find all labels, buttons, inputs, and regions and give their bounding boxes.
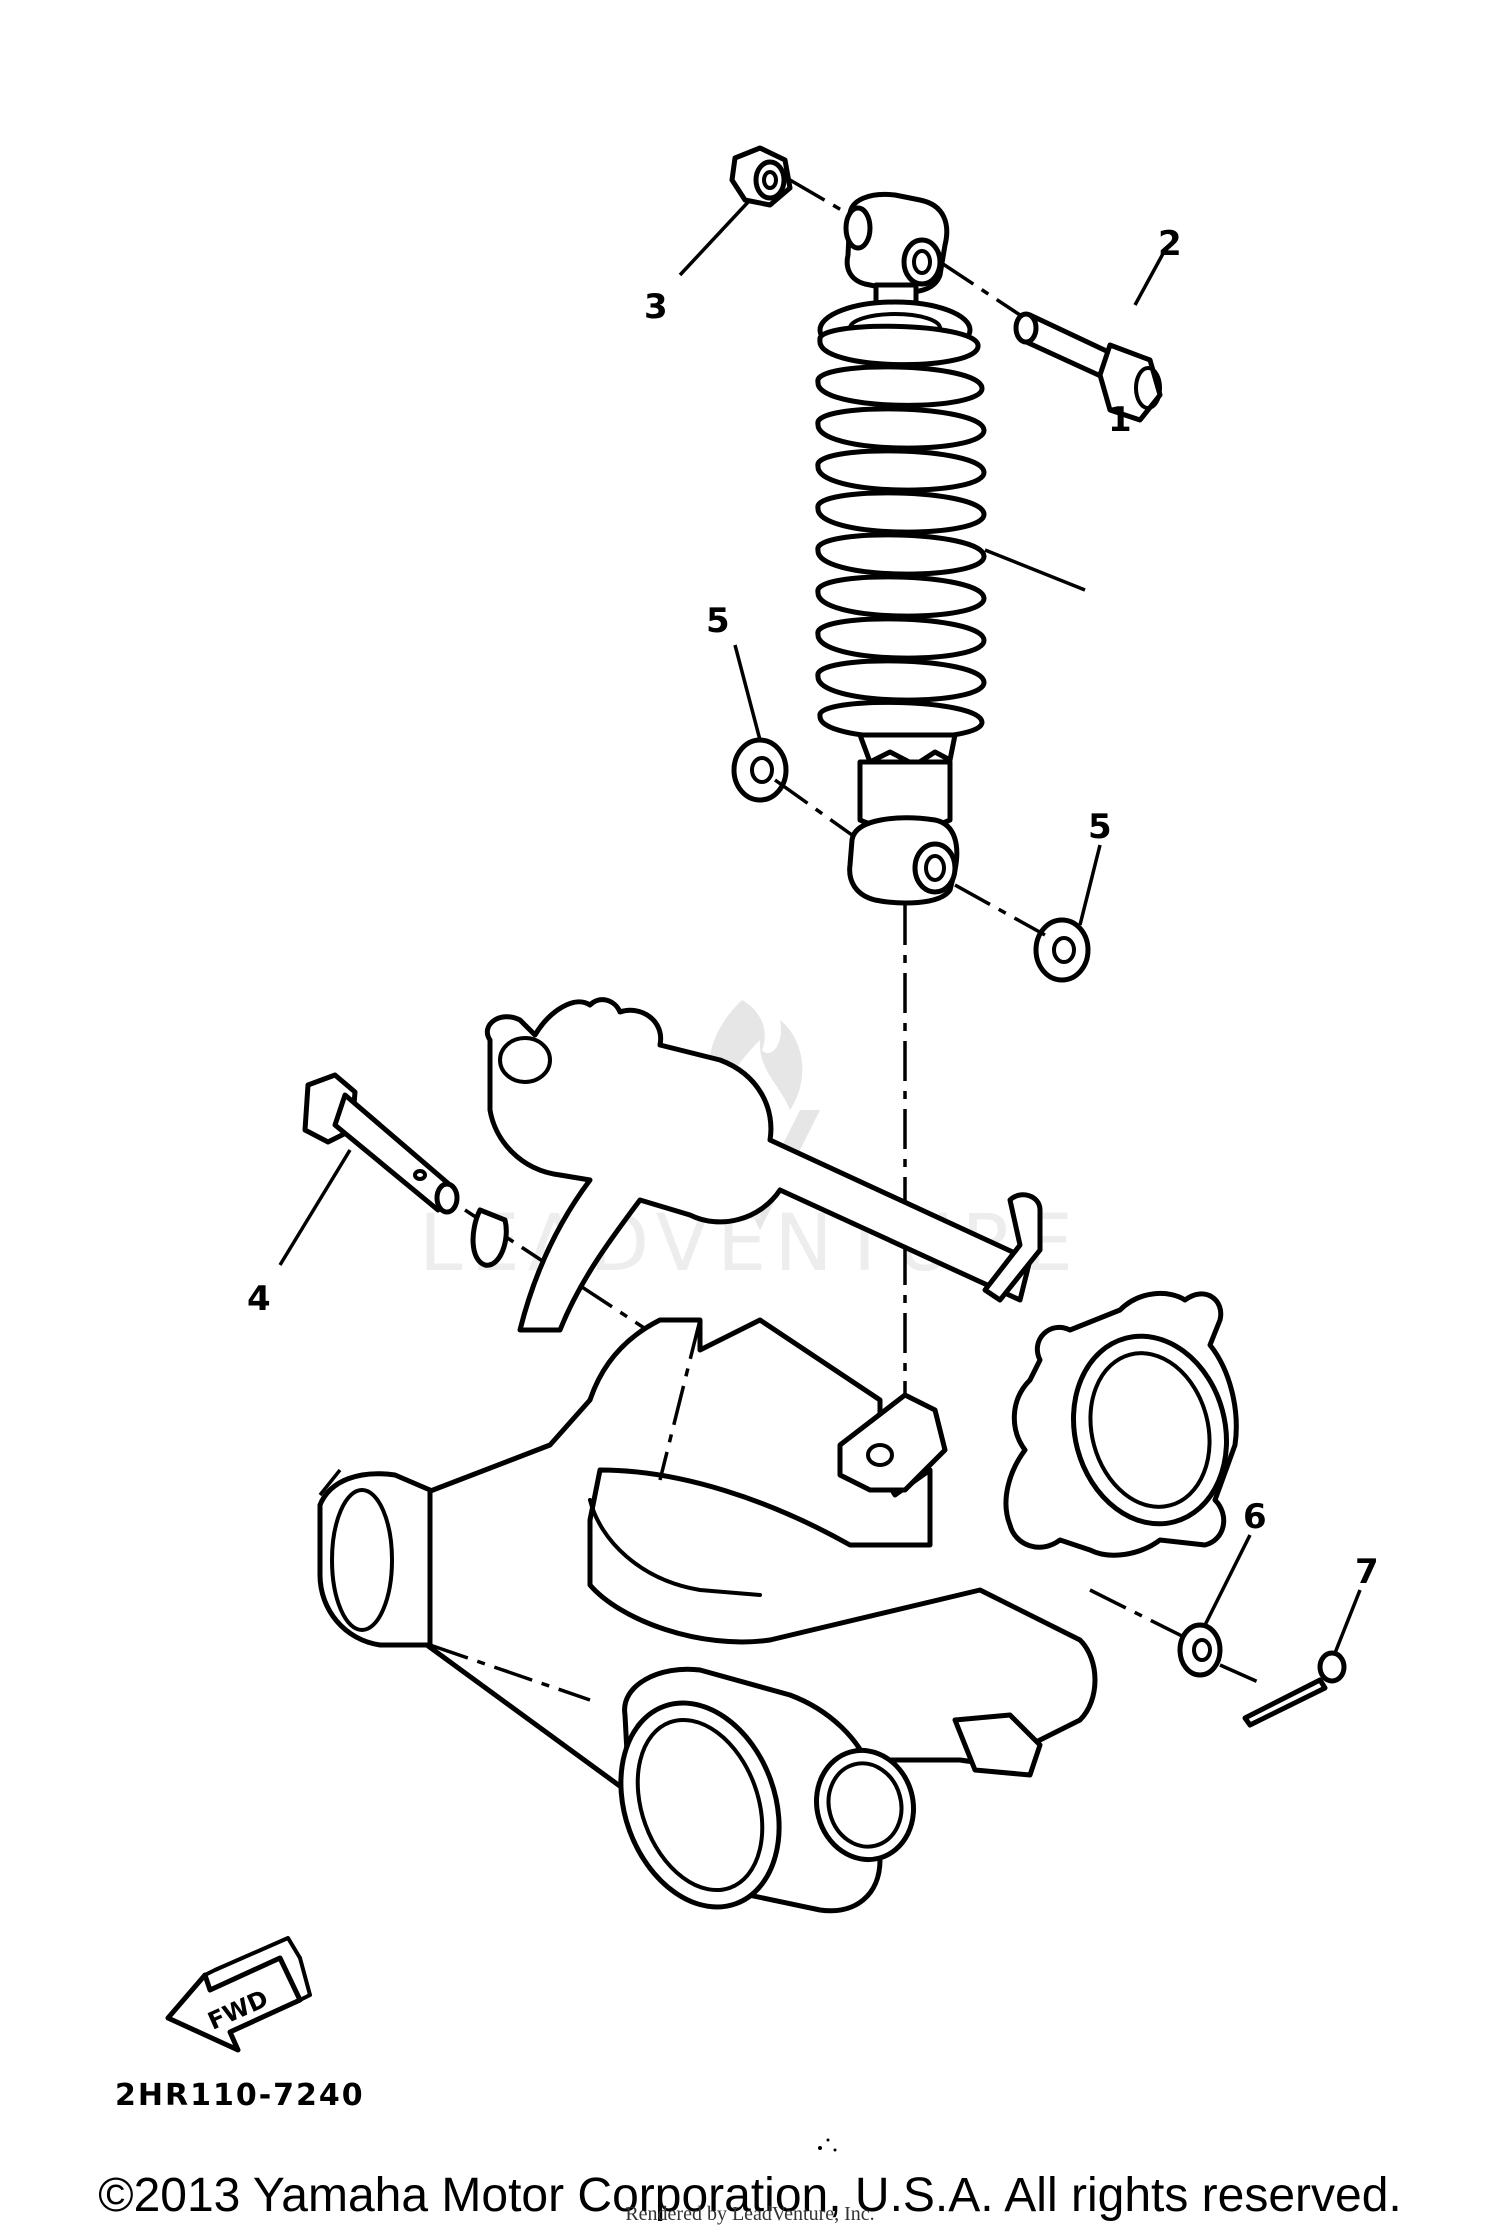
cotter-pin (1242, 1650, 1347, 1728)
bolt (1013, 311, 1163, 423)
callout-4: 4 (247, 1279, 271, 1319)
fwd-arrow: FWD (165, 1936, 312, 2053)
nut (729, 145, 793, 208)
spring-coils (815, 323, 987, 741)
callout-6: 6 (1243, 1497, 1267, 1537)
callout-1: 1 (1108, 400, 1132, 440)
washer-6 (1177, 1622, 1223, 1678)
washer-6-line (1089, 1588, 1191, 1642)
swingarm (317, 997, 1239, 1914)
washer-lower (1033, 917, 1091, 983)
callout-5-upper: 5 (706, 601, 730, 641)
callout-7: 7 (1355, 1552, 1379, 1592)
callouts: 1 2 3 4 5 5 6 7 (247, 224, 1379, 1592)
nut-assembly-line (789, 178, 851, 217)
callout-5-lower: 5 (1088, 807, 1112, 847)
callout-2: 2 (1158, 224, 1182, 264)
rendered-by-credit: Rendered by LeadVenture, Inc. (625, 2203, 875, 2225)
rear-shock-absorber (815, 191, 987, 906)
cotter-pin-line (1219, 1663, 1266, 1687)
washer-lower-line (954, 883, 1046, 937)
washer-upper (731, 737, 789, 803)
callout-leaders (278, 198, 1362, 1654)
pivot-pin (302, 1072, 460, 1215)
washer-upper-line (773, 778, 854, 837)
bolt-assembly-line (939, 260, 1021, 317)
callout-3: 3 (644, 287, 668, 327)
part-code: 2HR110-7240 (115, 2078, 365, 2113)
copyright-notice: ©2013 Yamaha Motor Corporation, U.S.A. A… (98, 2169, 1402, 2222)
scan-specks (818, 2138, 837, 2152)
